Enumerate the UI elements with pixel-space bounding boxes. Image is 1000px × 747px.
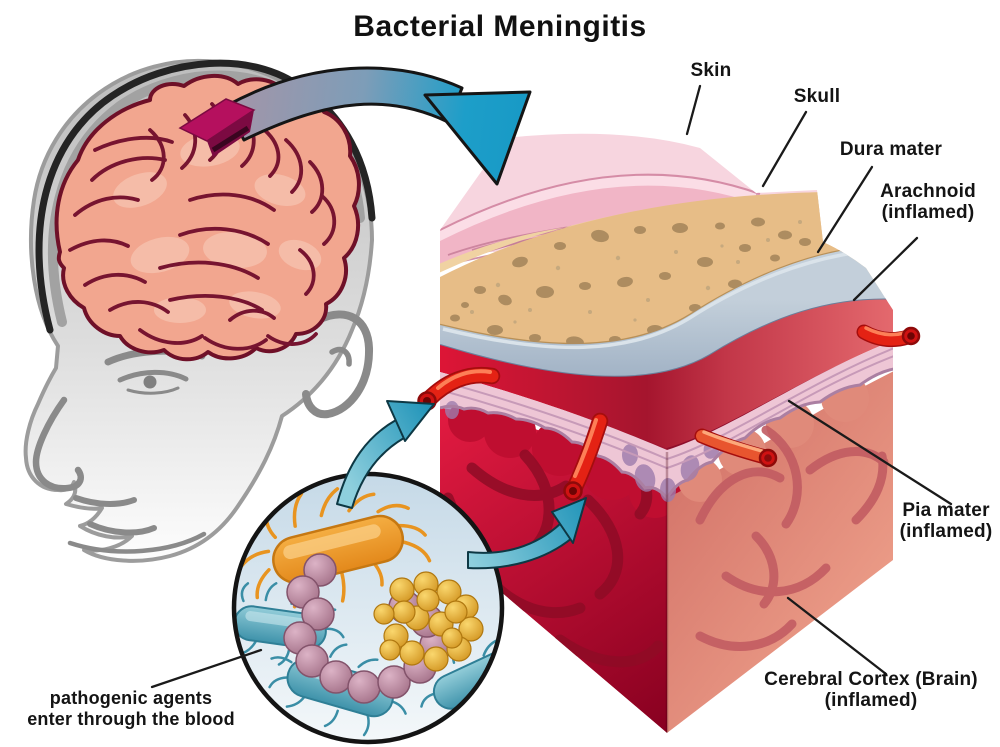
- label-pia-mater: Pia mater (inflamed): [899, 500, 993, 542]
- leader-pathogens: [150, 648, 263, 689]
- brain-to-tissue-arrow-icon: [224, 66, 532, 186]
- vessel-3: [856, 324, 921, 348]
- leader-pia: [787, 399, 953, 506]
- ear: [302, 310, 374, 419]
- leader-cortex: [786, 596, 888, 676]
- label-cerebral-cortex: Cerebral Cortex (Brain) (inflamed): [764, 669, 978, 711]
- leader-skull: [761, 110, 808, 188]
- label-dura-mater: Dura mater: [839, 139, 943, 160]
- vessel-2: [563, 412, 609, 501]
- label-skin: Skin: [690, 60, 732, 81]
- pia-mater-layer: [440, 338, 893, 502]
- pathogen-inset: [231, 471, 505, 745]
- leader-arachnoid: [852, 236, 919, 302]
- infection-route-arrow-2-icon: [467, 497, 587, 570]
- label-skull: Skull: [793, 86, 841, 107]
- leader-lines: [150, 84, 953, 689]
- leader-dura: [816, 165, 874, 254]
- meninges-wedge-marker-icon: [178, 98, 256, 157]
- infection-route-arrow-1-icon: [336, 400, 435, 509]
- diagram-title: Bacterial Meningitis: [353, 10, 647, 43]
- leader-skin: [685, 84, 702, 136]
- eye-iris: [143, 375, 157, 389]
- golden-cocci-cluster: [373, 571, 484, 672]
- cerebral-cortex-left-face: [440, 398, 681, 733]
- brain-sulci: [68, 102, 337, 351]
- brain: [54, 74, 361, 362]
- label-arachnoid: Arachnoid (inflamed): [880, 181, 976, 223]
- vessel-1: [417, 366, 501, 411]
- blood-vessels: [417, 324, 921, 501]
- label-pathogenic-agents: pathogenic agents enter through the bloo…: [27, 688, 235, 729]
- vessel-4: [694, 428, 778, 468]
